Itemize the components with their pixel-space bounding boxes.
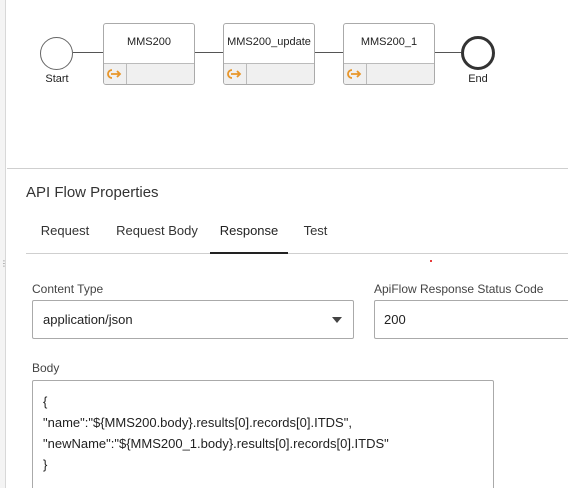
- end-label: End: [468, 73, 488, 85]
- left-rail: ⋮: [0, 0, 8, 488]
- task-footer: [344, 63, 434, 84]
- status-code-label: ApiFlow Response Status Code: [374, 282, 544, 296]
- body-editor[interactable]: { "name":"${MMS200.body}.results[0].reco…: [32, 380, 494, 488]
- tab-test[interactable]: Test: [303, 223, 328, 238]
- status-code-input[interactable]: [374, 300, 568, 339]
- start-label: Start: [45, 73, 69, 85]
- chevron-down-icon: [332, 317, 342, 323]
- body-line: "newName":"${MMS200_1.body}.results[0].r…: [43, 436, 389, 451]
- content-type-select[interactable]: application/json: [32, 300, 354, 339]
- properties-tabs: Request Request Body Response Test: [26, 208, 568, 254]
- tab-request[interactable]: Request: [40, 223, 90, 238]
- start-node[interactable]: [40, 37, 73, 70]
- panel-divider[interactable]: [7, 168, 568, 169]
- body-label: Body: [32, 361, 60, 375]
- body-line: }: [43, 457, 48, 472]
- flow-edge: [435, 52, 461, 53]
- task-footer: [224, 63, 314, 84]
- task-title: MMS200: [126, 36, 172, 48]
- body-line: {: [43, 394, 48, 409]
- output-arrow-icon[interactable]: [224, 64, 247, 84]
- tab-request-body[interactable]: Request Body: [116, 223, 198, 238]
- panel-title: API Flow Properties: [26, 184, 159, 201]
- indicator-dot: [430, 260, 432, 262]
- body-line: "name":"${MMS200.body}.results[0].record…: [43, 415, 352, 430]
- task-node-mms200-update[interactable]: MMS200_update: [223, 23, 315, 85]
- task-footer: [104, 63, 194, 84]
- flow-canvas[interactable]: Start MMS200 MMS200_update MMS200_1 End: [7, 0, 568, 168]
- flow-edge: [73, 52, 103, 53]
- flow-edge: [315, 52, 343, 53]
- task-node-mms200-1[interactable]: MMS200_1: [343, 23, 435, 85]
- end-node[interactable]: [461, 36, 495, 70]
- output-arrow-icon[interactable]: [104, 64, 127, 84]
- task-title: MMS200_update: [227, 36, 311, 48]
- task-title: MMS200_1: [360, 36, 418, 48]
- task-node-mms200[interactable]: MMS200: [103, 23, 195, 85]
- content-type-label: Content Type: [32, 282, 104, 296]
- content-type-value: application/json: [43, 312, 133, 327]
- tab-response[interactable]: Response: [210, 208, 288, 254]
- drag-handle-icon[interactable]: ⋮: [0, 259, 8, 268]
- flow-edge: [195, 52, 223, 53]
- output-arrow-icon[interactable]: [344, 64, 367, 84]
